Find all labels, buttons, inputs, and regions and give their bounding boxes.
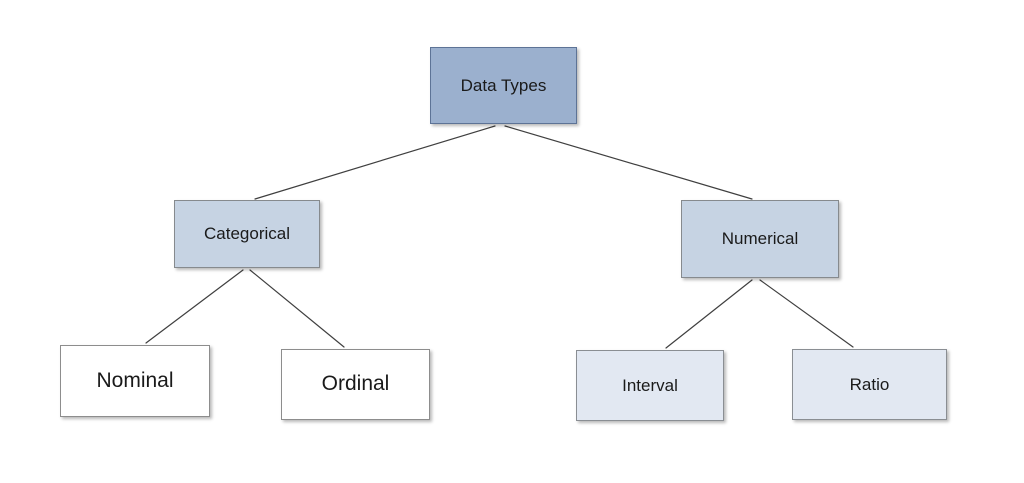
- edge-numerical-to-ratio: [759, 279, 854, 348]
- edge-numerical-to-interval: [665, 279, 753, 349]
- edge-data-types-to-numerical: [504, 125, 753, 200]
- node-ordinal[interactable]: Ordinal: [281, 349, 430, 420]
- edge-categorical-to-ordinal: [249, 269, 345, 348]
- edge-data-types-to-categorical: [254, 125, 496, 200]
- node-label-numerical: Numerical: [721, 229, 799, 249]
- node-label-data-types: Data Types: [460, 75, 547, 95]
- node-categorical[interactable]: Categorical: [174, 200, 320, 268]
- node-interval[interactable]: Interval: [576, 350, 724, 421]
- node-data-types[interactable]: Data Types: [430, 47, 577, 124]
- node-numerical[interactable]: Numerical: [681, 200, 839, 278]
- node-nominal[interactable]: Nominal: [60, 345, 210, 417]
- node-label-interval: Interval: [622, 375, 678, 395]
- edge-categorical-to-nominal: [145, 269, 244, 344]
- node-ratio[interactable]: Ratio: [792, 349, 947, 420]
- node-label-ordinal: Ordinal: [321, 372, 390, 396]
- node-label-nominal: Nominal: [96, 368, 174, 392]
- node-label-ratio: Ratio: [849, 374, 890, 394]
- node-label-categorical: Categorical: [204, 224, 290, 244]
